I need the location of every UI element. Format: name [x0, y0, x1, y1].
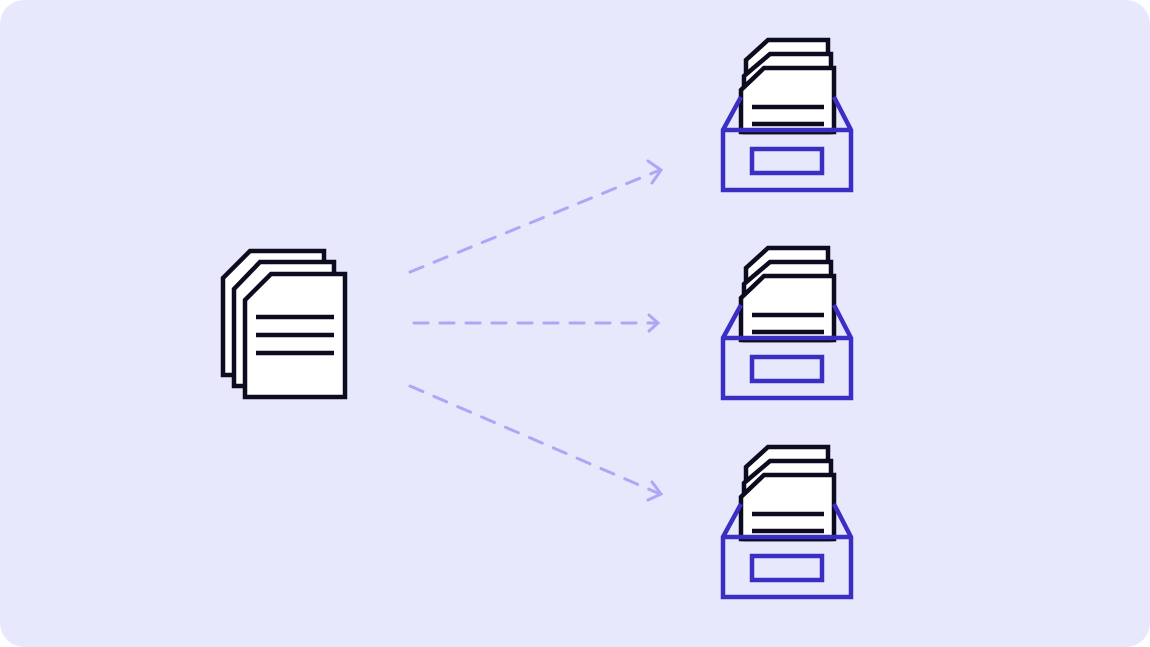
file-tray-icon [720, 37, 854, 193]
document-stack-icon [220, 248, 348, 400]
file-tray-icon [720, 444, 854, 600]
arrow-to-top-tray [408, 159, 664, 274]
arrow-to-bottom-tray [408, 384, 664, 502]
file-tray-icon [720, 245, 854, 401]
arrow-to-middle-tray [412, 313, 661, 333]
